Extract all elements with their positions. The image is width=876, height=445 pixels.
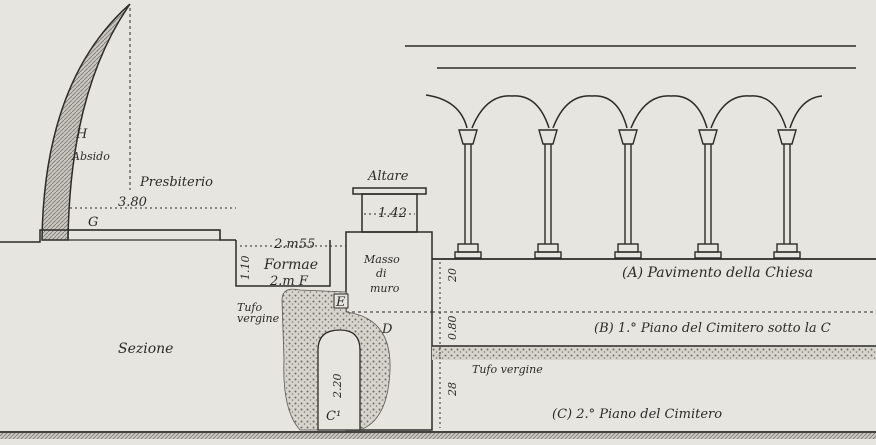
column-2 — [534, 129, 562, 259]
label-sezione: Sezione — [118, 341, 174, 357]
dim-formae: 2.m F — [270, 274, 308, 289]
column-3 — [614, 129, 642, 259]
label-piano-b: (B) 1.° Piano del Cimitero sotto la C — [594, 321, 831, 336]
label-absido: Absido — [72, 150, 110, 163]
block-e — [333, 293, 349, 309]
label-pavimento-a: (A) Pavimento della Chiesa — [622, 265, 814, 281]
column-5 — [773, 129, 801, 259]
column-1 — [454, 129, 482, 259]
label-d: D — [382, 322, 393, 337]
dim-220: 2.20 — [331, 373, 344, 399]
label-piano-c: (C) 2.° Piano del Cimitero — [552, 407, 723, 422]
column-4 — [694, 129, 722, 259]
dim-presbiterio: 3.80 — [118, 195, 147, 210]
formae-niche — [235, 240, 331, 287]
dim-altare: 1.42 — [378, 206, 407, 221]
label-formae: Formae — [264, 257, 318, 273]
label-tufo-right: Tufo vergine — [472, 363, 543, 376]
label-h: H — [76, 127, 88, 142]
dim-080: 0.80 — [446, 315, 459, 341]
label-di: di — [376, 267, 387, 280]
label-e: E — [336, 295, 346, 310]
label-masso: Masso — [364, 253, 400, 266]
label-c1: C¹ — [326, 409, 342, 424]
colonnade — [405, 45, 856, 129]
label-presbiterio: Presbiterio — [140, 175, 213, 190]
label-altare: Altare — [368, 169, 409, 184]
altar-top — [352, 187, 427, 195]
shaft-arch — [317, 329, 361, 431]
presbytery-step — [67, 229, 221, 241]
apse-wall — [41, 3, 131, 241]
columns — [454, 129, 801, 259]
tufo-band-right — [432, 346, 876, 360]
label-muro: muro — [370, 282, 400, 295]
label-g: G — [88, 215, 99, 230]
dim-255: 2.m55 — [274, 237, 316, 252]
ground-hatch — [0, 433, 876, 439]
label-tufo-left: Tufo vergine — [237, 301, 280, 325]
dim-20: 20 — [446, 268, 459, 282]
dim-28: 28 — [446, 382, 459, 396]
dim-110: 1.10 — [239, 255, 252, 281]
